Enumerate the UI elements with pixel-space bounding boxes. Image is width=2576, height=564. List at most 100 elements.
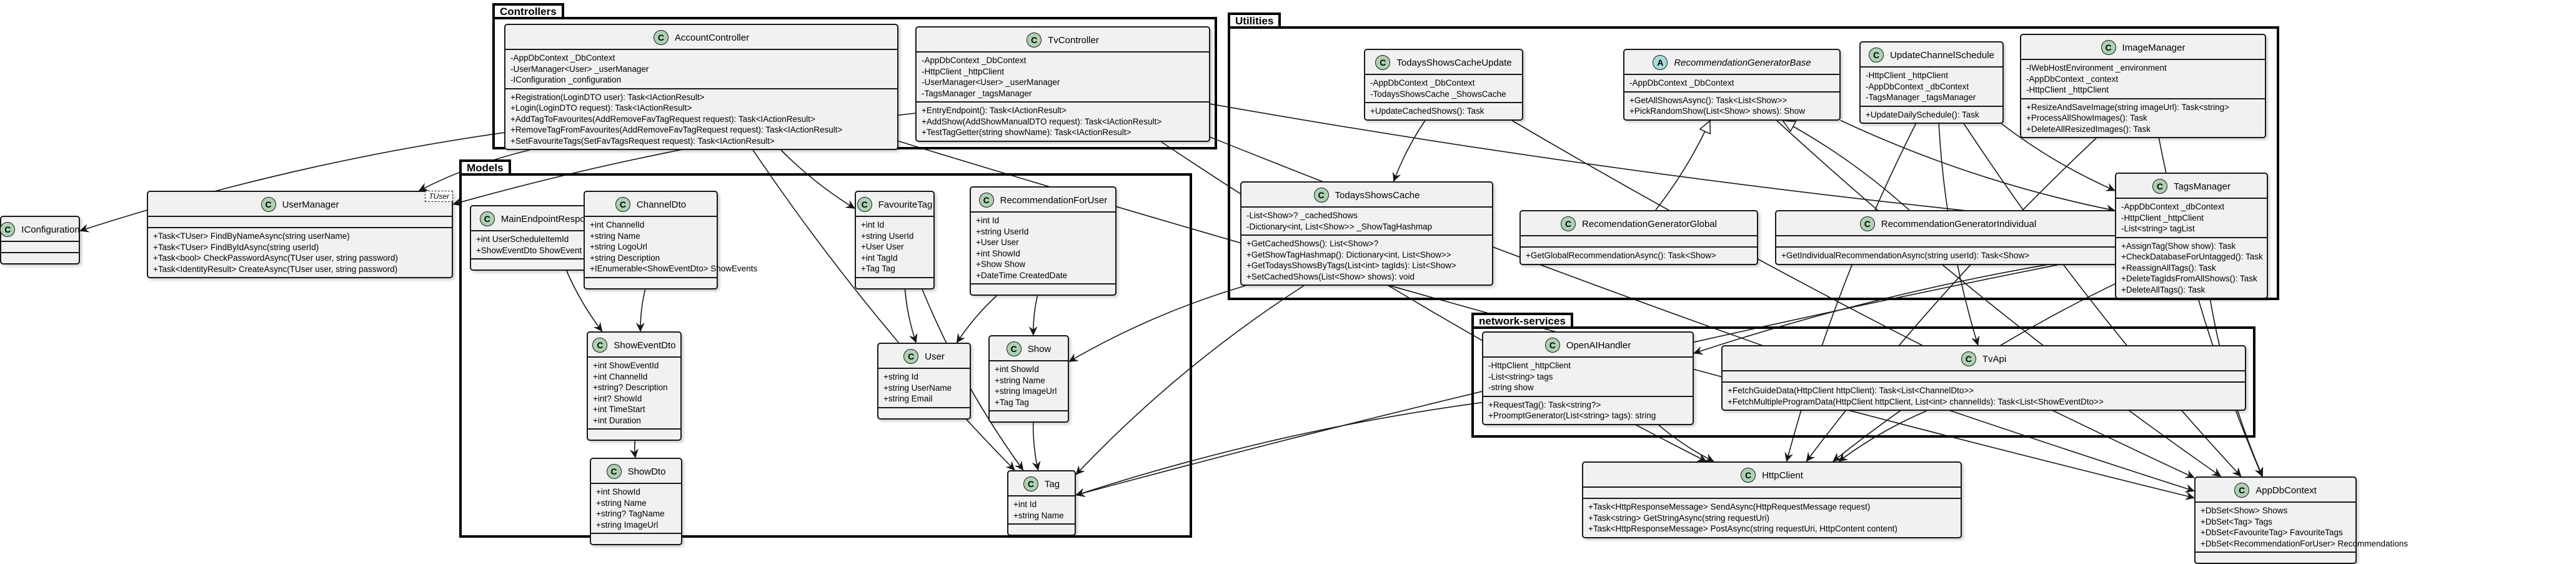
dependency-edge-favourite-tag-to-user	[904, 289, 918, 343]
class-header: C Show	[990, 336, 1068, 360]
class-icon: C	[857, 197, 872, 212]
class-fields-section: -AppDbContext _DbContext-TodaysShowsCach…	[1365, 74, 1522, 102]
field-line: -string show	[1488, 383, 1534, 392]
class-fields-section: +int ChannelId+string Name+string LogoUr…	[585, 216, 758, 277]
method-line: +SetFavouriteTags(SetFavTagsRequest requ…	[510, 136, 775, 146]
field-line: -IConfiguration _configuration	[510, 75, 622, 84]
class-icon: C	[1375, 55, 1391, 70]
class-methods-section	[588, 428, 680, 440]
class-icon: C	[1006, 341, 1022, 356]
dependency-edge-update-channel-schedule-to-http-client	[1784, 123, 1916, 462]
field-line: -TagsManager _tagsManager	[922, 88, 1032, 98]
dependency-edge-tv-api-to-http-client	[1838, 410, 1927, 462]
class-icon: C	[1544, 338, 1560, 353]
dependency-edge-recommendation-generator-base-to-tags-manager	[1840, 119, 2116, 213]
dependency-edge-update-channel-schedule-to-app-db-context	[1963, 123, 2242, 477]
class-methods-section	[2196, 551, 2355, 563]
method-line: +ProcessAllShowImages(): Task	[2026, 113, 2147, 123]
method-line: +ResizeAndSaveImage(string imageUrl): Ta…	[2026, 102, 2230, 112]
method-line: +EntryEndpoint(): Task<IActionResult>	[922, 106, 1067, 115]
field-line: +int ShowId	[596, 487, 640, 496]
field-line: +string Name	[995, 375, 1045, 385]
class-icon: C	[615, 197, 630, 212]
method-line: +Task<TUser> FindByNameAsync(string user…	[153, 231, 350, 241]
field-line: +int TagId	[861, 253, 898, 263]
class-methods-section: +UpdateDailySchedule(): Task	[1861, 105, 2002, 123]
class-fields-section: -AppDbContext _dbContext-HttpClient _htt…	[2116, 198, 2267, 237]
class-fields-section: -HttpClient _httpClient-List<string> tag…	[1483, 356, 1693, 396]
dependency-edge-channel-dto-to-show-event-dto	[635, 289, 646, 332]
field-line: -AppDbContext _dbContext	[2121, 202, 2225, 211]
class-methods-section: +Task<TUser> FindByNameAsync(string user…	[148, 227, 452, 277]
method-line: +Task<bool> CheckPasswordAsync(TUser use…	[153, 253, 399, 263]
field-line: +int TimeStart	[593, 405, 645, 414]
method-line: +GetShowTagHashmap(): Dictionary<int, Li…	[1246, 249, 1451, 259]
field-line: -Dictionary<int, List<Show>> _ShowTagHas…	[1246, 221, 1433, 231]
method-line: +SetCachedShows(List<Show> shows): void	[1246, 271, 1415, 281]
field-line: +IEnumerable<ShowEventDto> ShowEvents	[590, 264, 758, 273]
class-name: FavouriteTag	[878, 199, 933, 210]
field-line: -UserManager<User> _userManager	[510, 64, 649, 74]
inheritance-edge-recommendation-generator-individual-to-recommendation-generator-base	[1783, 121, 1910, 211]
field-line: -HttpClient _httpClient	[922, 66, 1005, 76]
class-name: User	[925, 351, 945, 362]
field-line: -AppDbContext _DbContext	[922, 56, 1027, 65]
package-network-services	[1471, 326, 2255, 438]
class-methods-section: +Registration(LoginDTO user): Task<IActi…	[505, 88, 897, 149]
class-fields-section: +int Id+string Name	[1008, 495, 1075, 523]
template-parameter: TUser	[425, 191, 453, 202]
class-fields-section: +string Id+string UserName+string Email	[878, 368, 970, 407]
class-name: UpdateChannelSchedule	[1890, 49, 1994, 61]
method-line: +ReassignAllTags(): Task	[2121, 263, 2216, 273]
field-line: +User User	[976, 238, 1019, 247]
package-tab-utilities: Utilities	[1228, 13, 1281, 29]
field-line: -TodaysShowsCache _ShowsCache	[1370, 89, 1506, 99]
class-icon: C	[261, 197, 276, 212]
class-fields-section: +DbSet<Show> Shows+DbSet<Tag> Tags+DbSet…	[2196, 501, 2409, 551]
class-name: TvApi	[1982, 353, 2007, 365]
class-fields-section	[148, 216, 452, 227]
field-line: +string UserId	[861, 231, 914, 241]
method-line: +DeleteAllResizedImages(): Task	[2026, 124, 2151, 134]
field-line: +DbSet<RecommendationForUser> Recommenda…	[2201, 538, 2409, 548]
class-methods-section: +AssignTag(Show show): Task+CheckDatabas…	[2116, 236, 2267, 298]
method-line: +UpdateDailySchedule(): Task	[1866, 109, 1979, 119]
method-line: +Login(LoginDTO request): Task<IActionRe…	[510, 103, 692, 113]
field-line: -IWebHostEnvironment _environment	[2026, 63, 2167, 73]
field-line: -UserManager<User> _userManager	[922, 78, 1060, 87]
field-line: -HttpClient _httpClient	[1488, 361, 1571, 370]
class-icon: C	[1741, 468, 1756, 483]
field-line: +string Name	[1013, 510, 1064, 520]
class-name: ShowDto	[627, 466, 666, 477]
class-icon: C	[2234, 483, 2250, 498]
class-icon: C	[2101, 40, 2116, 55]
field-line: +string ImageUrl	[995, 386, 1057, 396]
field-line: +int ShowId	[976, 248, 1020, 258]
class-icon: C	[1027, 33, 1042, 48]
field-line: +string Name	[590, 231, 640, 241]
method-line: +Task<IdentityResult> CreateAsync(TUser …	[153, 264, 398, 274]
class-methods-section	[971, 283, 1115, 295]
method-line: +AddShow(AddShowManualDTO request): Task…	[922, 116, 1162, 126]
class-methods-section	[878, 406, 970, 418]
class-fields-section: +int UserScheduleItemId+ShowEventDto Sho…	[471, 230, 624, 258]
class-icon: C	[1869, 48, 1884, 63]
field-line: +Show Show	[976, 259, 1026, 269]
method-line: +AssignTag(Show show): Task	[2121, 241, 2236, 251]
class-fields-section: -IWebHostEnvironment _environment-AppDbC…	[2021, 59, 2265, 98]
class-name: Show	[1027, 343, 1052, 355]
class-methods-section: +UpdateCachedShows(): Task	[1365, 102, 1522, 119]
